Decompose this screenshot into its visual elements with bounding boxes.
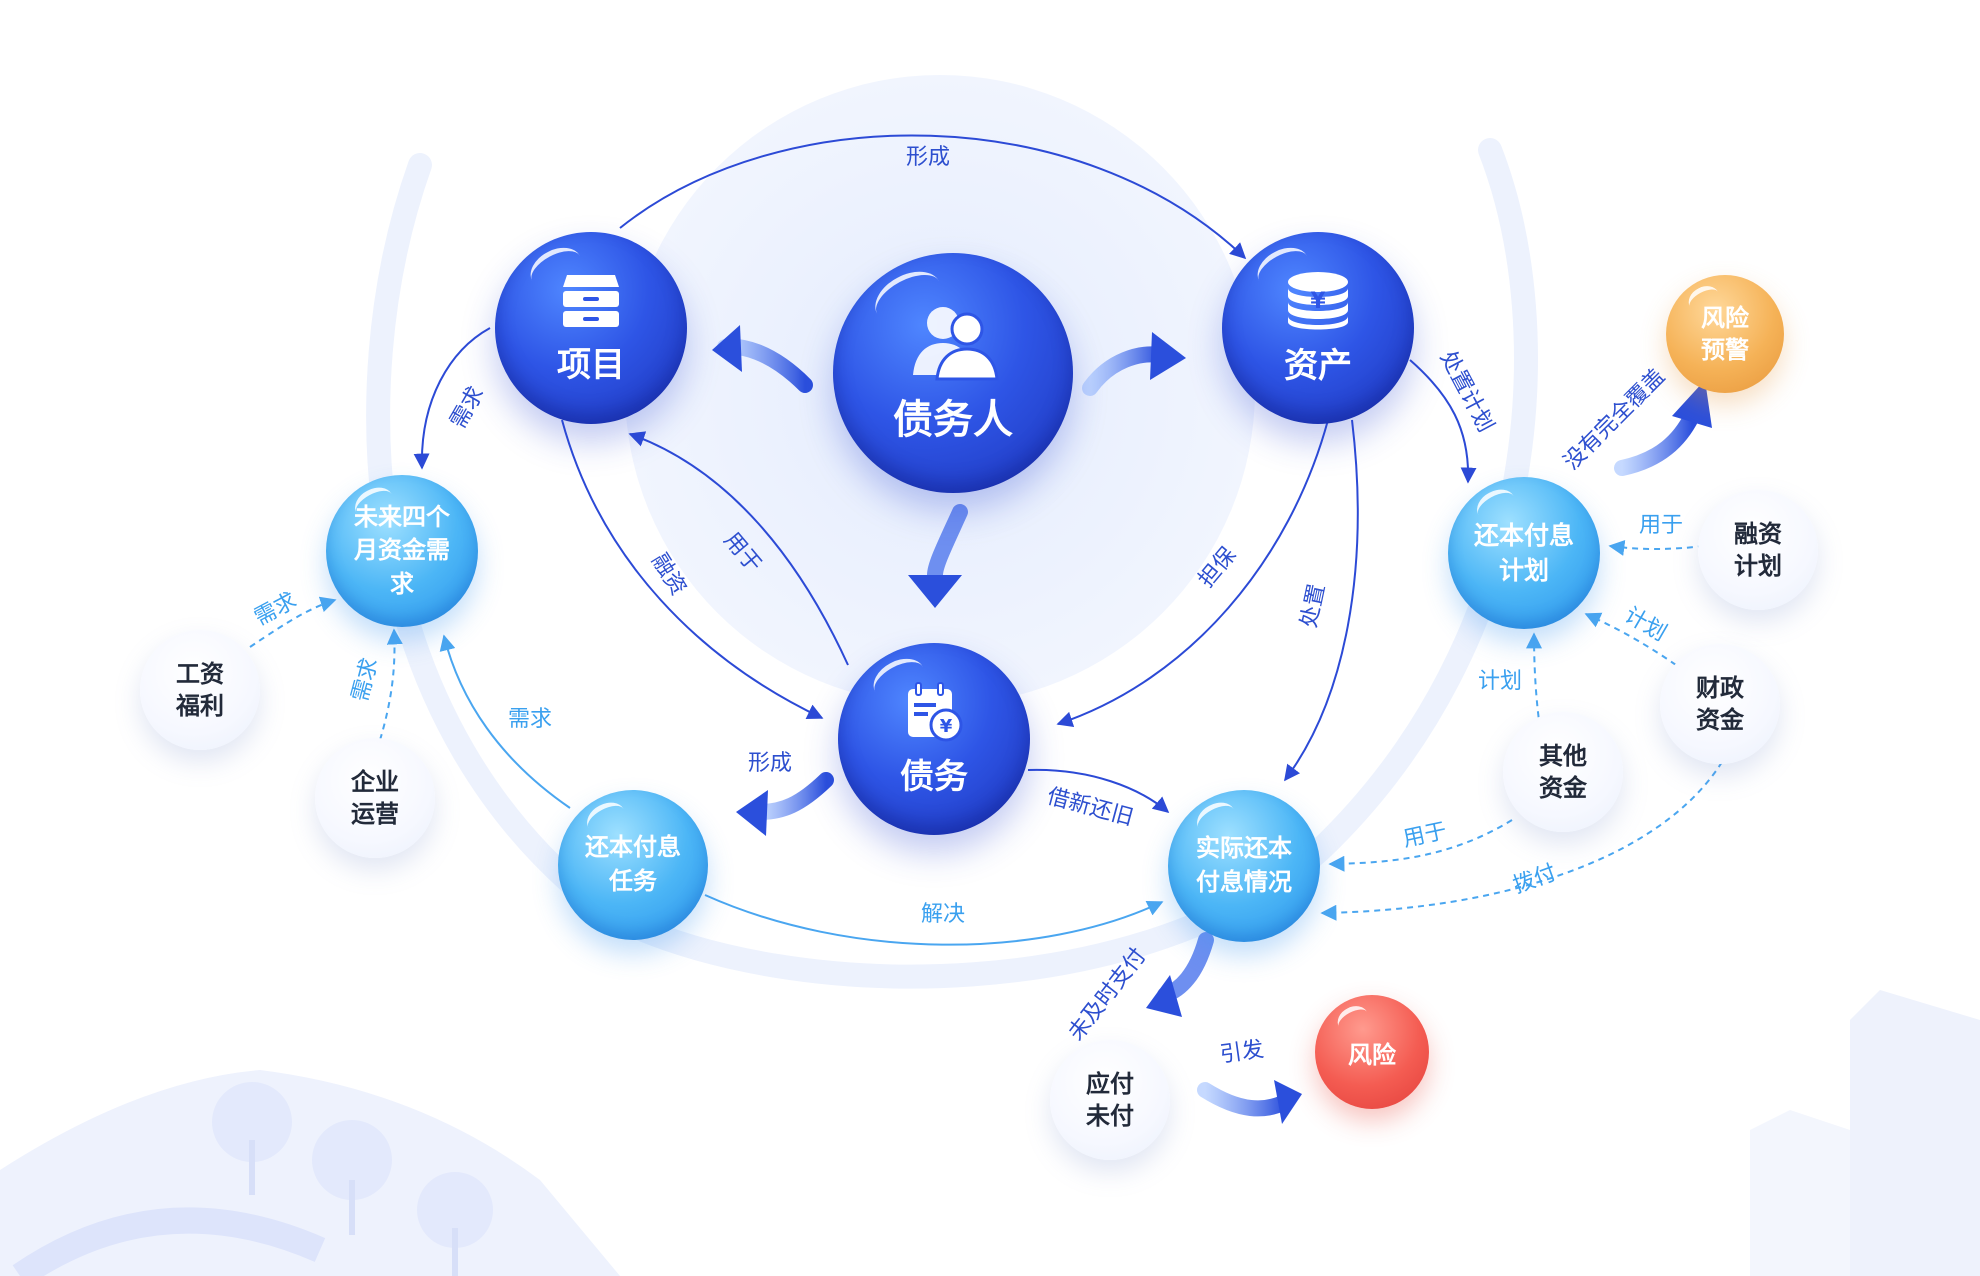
edge-other-plan (1526, 632, 1543, 729)
node-project[interactable]: 项目 (495, 232, 687, 424)
label-plan-other: 计划 (1477, 669, 1523, 694)
edge-asset-actual (1284, 419, 1359, 782)
node-risk[interactable]: 风险 (1315, 995, 1429, 1109)
label-resolve: 解决 (920, 902, 966, 927)
coin-stack-icon: ¥ (1288, 271, 1348, 329)
edge-debt-actual (1027, 768, 1170, 814)
actual-repay-label: 实际还本付息情况 (1196, 834, 1292, 896)
edge-project-asset (619, 134, 1247, 260)
label-form-task: 形成 (747, 751, 793, 776)
financing-plan-label: 融资计划 (1734, 519, 1782, 580)
edge-task-actual (704, 894, 1164, 946)
node-other-fund[interactable]: 其他资金 (1503, 712, 1623, 832)
edge-asset-debt (1056, 419, 1329, 728)
node-asset[interactable]: ¥ 资产 (1222, 232, 1414, 424)
debt-label: 债务 (900, 756, 968, 797)
edge-debt-project (628, 431, 849, 666)
node-repay-task[interactable]: 还本付息任务 (558, 790, 708, 940)
calendar-yuan-icon: ¥ (908, 681, 963, 741)
svg-text:¥: ¥ (940, 716, 953, 737)
svg-text:¥: ¥ (1310, 289, 1326, 314)
node-salary[interactable]: 工资福利 (140, 630, 260, 750)
edge-asset-plan (1409, 359, 1477, 484)
edge-other-actual (1328, 819, 1513, 872)
fiscal-fund-label: 财政资金 (1696, 673, 1744, 734)
node-fiscal-fund[interactable]: 财政资金 (1660, 644, 1780, 764)
unpaid-label: 应付未付 (1086, 1069, 1134, 1130)
node-repay-plan[interactable]: 还本付息计划 (1448, 477, 1600, 629)
label-form-top: 形成 (905, 145, 951, 170)
edge-task-future (439, 634, 571, 809)
asset-label: 资产 (1284, 345, 1352, 386)
edge-operation-future (379, 628, 403, 741)
edge-project-debt (561, 419, 824, 720)
risk-warning-label: 风险预警 (1701, 303, 1749, 364)
edge-fiscal-actual (1320, 761, 1723, 921)
cabinet-icon (563, 274, 619, 327)
edge-project-future (413, 327, 491, 470)
repay-task-label: 还本付息任务 (585, 833, 681, 895)
salary-label: 工资福利 (176, 659, 224, 720)
edge-fiscal-plan (1584, 612, 1677, 666)
node-actual-repay[interactable]: 实际还本付息情况 (1168, 790, 1320, 942)
edge-financing-plan (1608, 539, 1705, 556)
node-risk-warning[interactable]: 风险预警 (1666, 275, 1784, 393)
people-icon (913, 307, 999, 381)
node-operation[interactable]: 企业运营 (315, 738, 435, 858)
node-financing-plan[interactable]: 融资计划 (1698, 490, 1818, 610)
light-edges (249, 539, 1723, 946)
repay-plan-label: 还本付息计划 (1473, 521, 1574, 585)
dark-edges (413, 134, 1477, 814)
project-label: 项目 (557, 344, 625, 385)
future-demand-label: 未来四个月资金需求 (354, 502, 450, 598)
node-debt[interactable]: ¥ 债务 (838, 643, 1030, 835)
edge-salary-future (249, 596, 337, 648)
label-trigger: 引发 (1218, 1037, 1266, 1068)
node-unpaid[interactable]: 应付未付 (1050, 1040, 1170, 1160)
node-debtor[interactable]: 债务人 (833, 253, 1073, 493)
risk-label: 风险 (1348, 1040, 1396, 1069)
other-fund-label: 其他资金 (1539, 741, 1587, 802)
debtor-label: 债务人 (893, 397, 1013, 443)
operation-label: 企业运营 (351, 767, 399, 828)
node-future-demand[interactable]: 未来四个月资金需求 (326, 475, 478, 627)
label-use-financing: 用于 (1638, 513, 1684, 538)
thick-arrows (712, 325, 1712, 1124)
label-demand-task: 需求 (507, 707, 553, 732)
